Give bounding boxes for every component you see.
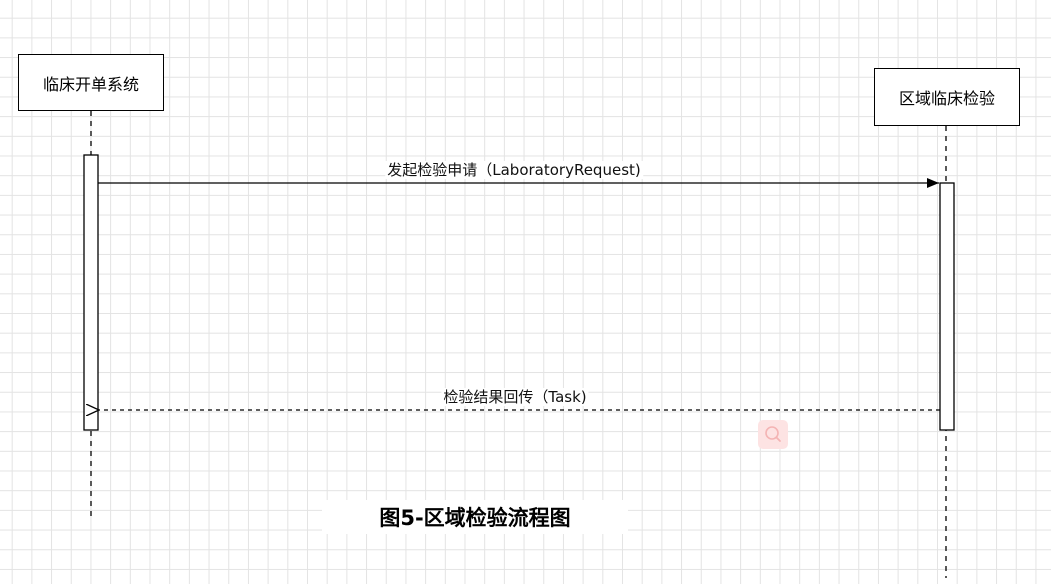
activation-bar-ordering-system — [83, 154, 99, 431]
zoom-search-button[interactable] — [758, 420, 788, 449]
actor-ordering-system: 临床开单系统 — [18, 54, 164, 111]
figure-caption-text: 图5-区域检验流程图 — [379, 506, 571, 530]
figure-caption: 图5-区域检验流程图 — [322, 500, 628, 534]
activation-bar-regional-lab — [939, 182, 955, 431]
actor-regional-lab-label: 区域临床检验 — [898, 89, 995, 108]
message-label-request: 发起检验申请（LaboratoryRequest) — [385, 161, 643, 179]
magnifier-icon — [765, 426, 781, 442]
actor-ordering-system-label: 临床开单系统 — [42, 74, 139, 94]
actor-regional-lab: 区域临床检验 — [874, 68, 1020, 126]
message-label-result: 检验结果回传（Task) — [441, 388, 589, 406]
